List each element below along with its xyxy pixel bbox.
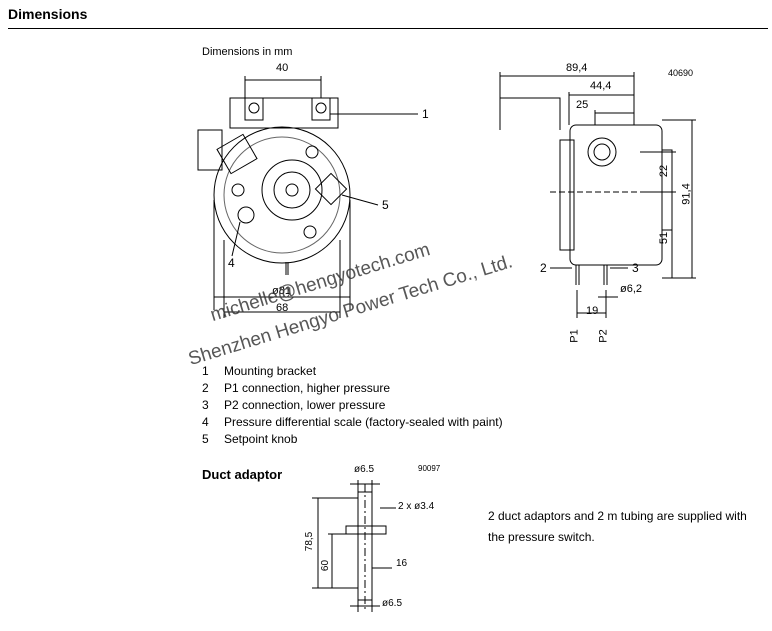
dim-side-91-4: 91,4 — [680, 183, 693, 205]
drawing-caption: Dimensions in mm — [202, 46, 293, 58]
duct-dim-top-dia: ø6.5 — [354, 464, 375, 475]
callout-3: 3 — [632, 261, 639, 275]
section-title: Dimensions — [8, 6, 88, 22]
callout-2: 2 — [540, 261, 547, 275]
duct-dim-60: 60 — [320, 559, 332, 572]
housing-circle-outer — [213, 126, 351, 264]
setpoint-knob-circle — [261, 159, 323, 221]
ref-number-40690: 40690 — [668, 68, 694, 78]
duct-dim-78-5: 78,5 — [304, 531, 316, 552]
scale-dial — [237, 206, 255, 224]
duct-dim-bottom-dia: ø6.5 — [382, 598, 403, 609]
callout-1: 1 — [422, 107, 429, 121]
dim-side-6-2: ø6,2 — [620, 283, 643, 295]
duct-dim-16: 16 — [396, 558, 408, 569]
callout-5: 5 — [382, 198, 389, 212]
port-label-p1: P1 — [568, 329, 581, 343]
duct-dim-holes: 2 x ø3.4 — [398, 501, 435, 512]
side-bracket — [499, 97, 561, 130]
ref-number-90097: 90097 — [418, 464, 441, 473]
dim-width-top: 40 — [276, 62, 289, 74]
callout-4: 4 — [228, 256, 235, 270]
dim-side-44-4: 44,4 — [590, 80, 612, 92]
port-label-p2: P2 — [597, 329, 610, 343]
dim-side-89-4: 89,4 — [566, 62, 588, 74]
duct-note-line1: 2 duct adaptors and 2 m tubing are suppl… — [488, 509, 747, 523]
dim-side-22: 22 — [658, 164, 671, 178]
dim-side-51: 51 — [658, 231, 671, 245]
title-divider — [8, 28, 768, 29]
dim-diameter-81: ø81 — [272, 285, 291, 297]
duct-note-line2: the pressure switch. — [488, 530, 595, 544]
dim-diameter-68: 68 — [276, 302, 289, 314]
dim-side-19: 19 — [586, 305, 599, 317]
cable-gland — [197, 129, 223, 171]
duct-adaptor-title: Duct adaptor — [202, 467, 283, 482]
side-housing — [569, 124, 663, 266]
dim-side-25: 25 — [576, 99, 589, 111]
mounting-bracket-top — [229, 97, 339, 129]
